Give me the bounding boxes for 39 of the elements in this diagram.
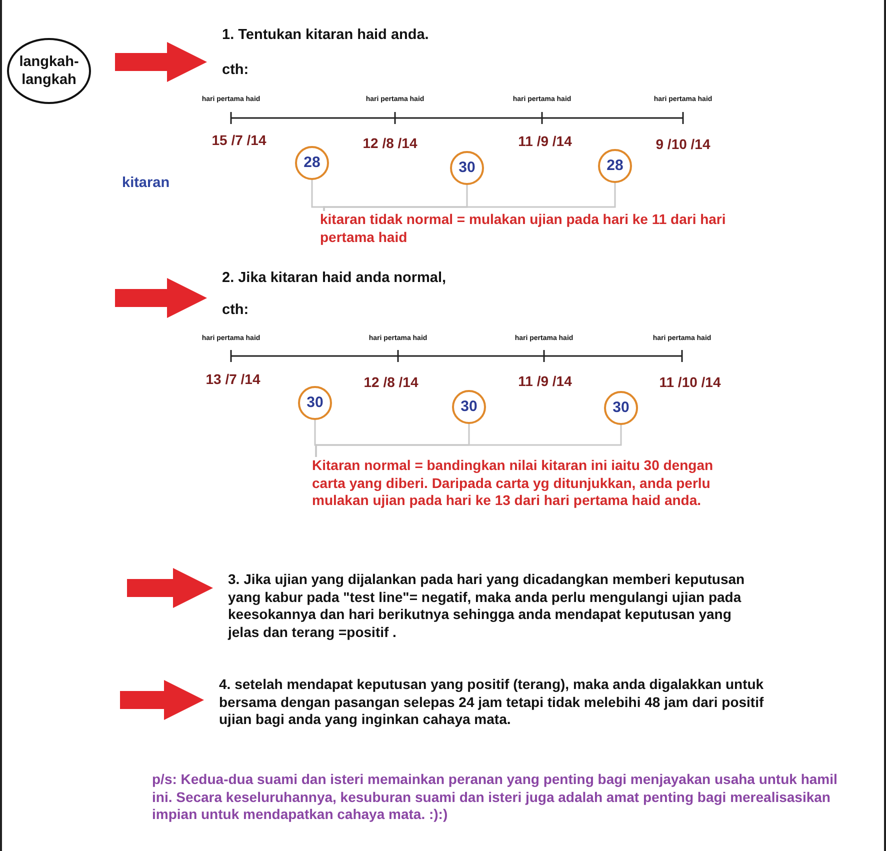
cycle-label: kitaran bbox=[122, 175, 170, 191]
date-label: 15 /7 /14 bbox=[212, 132, 266, 148]
example-label: cth: bbox=[222, 62, 249, 78]
cycle-length: 28 bbox=[304, 154, 320, 172]
block-arrow bbox=[127, 568, 213, 608]
block-arrow bbox=[120, 680, 204, 720]
title-ellipse bbox=[7, 38, 91, 104]
date-label: 9 /10 /14 bbox=[656, 136, 710, 152]
note-text: p/s: Kedua-dua suami dan isteri memainkan peranan yang penting bagi menjayakan usaha untuk hamil ini. Secara keseluruhannya, kesuburan suami dan isteri juga adalah amat penting bagi merealisasikan impian untuk mendapatkan cahaya mata. :):) bbox=[152, 771, 838, 824]
cycle-length: 30 bbox=[306, 394, 324, 412]
cycle-length: 30 bbox=[460, 398, 478, 416]
date-label: 11 /10 /14 bbox=[659, 374, 721, 390]
cycle-circle bbox=[604, 391, 638, 425]
step-text: kitaran tidak normal = mulakan ujian pada hari ke 11 dari hari pertama haid bbox=[320, 211, 727, 246]
cycle-circle bbox=[295, 146, 329, 180]
date-label: 12 /8 /14 bbox=[362, 135, 418, 151]
cycle-circle bbox=[452, 390, 486, 424]
date-label: 12 /8 /14 bbox=[364, 374, 418, 390]
step-text: langkah- langkah bbox=[18, 52, 80, 90]
bracket-line bbox=[323, 183, 616, 211]
cycle-circle bbox=[298, 386, 332, 420]
date-label: 11 /9 /14 bbox=[518, 373, 572, 389]
date-label: 11 /9 /14 bbox=[518, 133, 572, 149]
cycle-length: 28 bbox=[606, 156, 624, 176]
step-text: 4. setelah mendapat keputusan yang positif (terang), maka anda digalakkan untuk bersama dengan pasangan selepas 24 jam tetapi tidak melebihi 48 jam dari positif ujian bagi anda yang inginkan cahaya mata. bbox=[219, 676, 765, 728]
block-arrow bbox=[115, 278, 207, 318]
block-arrow bbox=[115, 42, 207, 82]
step-text: 2. Jika kitaran haid anda normal, bbox=[222, 269, 448, 288]
cycle-length: 30 bbox=[612, 398, 630, 418]
example-label: cth: bbox=[222, 302, 249, 318]
cycle-circle bbox=[598, 149, 632, 183]
bracket-line bbox=[311, 180, 325, 211]
step-text: 1. Tentukan kitaran haid anda. bbox=[222, 26, 430, 44]
date-label: 13 /7 /14 bbox=[206, 371, 260, 387]
step-text: Kitaran normal = bandingkan nilai kitaran ini iaitu 30 dengan carta yang diberi. Daripada carta yg ditunjukkan, anda perlu mulakan ujian pada hari ke 13 dari hari pertama haid anda. bbox=[312, 457, 714, 510]
step-text: 3. Jika ujian yang dijalankan pada hari yang dicadangkan memberi keputusan yang kabur pada "test line"= negatif, maka anda perlu mengulangi ujian pada keesokannya dan hari berikutnya sehingga anda mendapat keputusan yang jelas dan terang =positif . bbox=[228, 571, 746, 641]
cycle-length: 30 bbox=[458, 158, 476, 178]
cycle-circle bbox=[450, 151, 484, 185]
bracket-line bbox=[315, 425, 622, 457]
